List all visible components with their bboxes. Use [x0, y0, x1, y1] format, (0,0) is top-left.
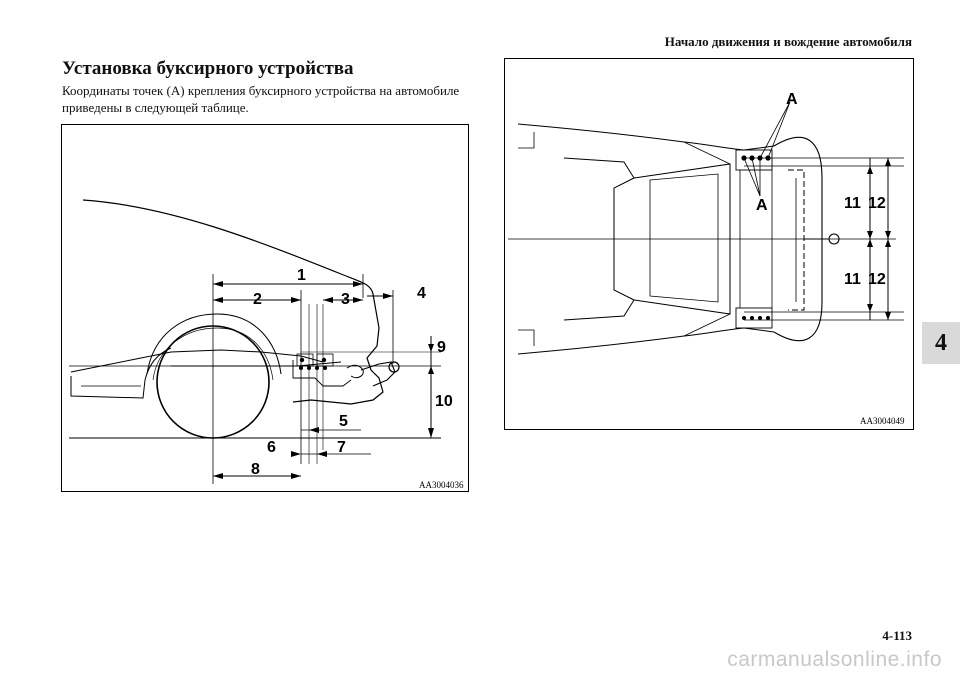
- side-view-diagram: 1 2 3 4 5 6 7 8 9 10 AA3004036: [61, 124, 469, 492]
- dim-label-3: 3: [341, 291, 350, 308]
- dim-label-2: 2: [253, 291, 262, 308]
- watermark: carmanualsonline.info: [727, 648, 942, 671]
- figure-code: AA3004049: [860, 416, 905, 426]
- figure-code: AA3004036: [419, 480, 464, 490]
- page-number: 4-113: [882, 628, 912, 643]
- side-view-figure: 1 2 3 4 5 6 7 8 9 10 AA3004036: [61, 124, 469, 492]
- dim-label-12-upper: 12: [868, 195, 886, 212]
- section-header: Начало движения и вождение автомобиля: [664, 34, 912, 49]
- dim-label-1: 1: [297, 267, 306, 284]
- point-label-a-bottom: A: [756, 197, 768, 214]
- dim-label-11-lower: 11: [844, 271, 861, 288]
- top-view-diagram: A A 11 12 11 12 AA3004049: [504, 58, 914, 430]
- dim-label-4: 4: [417, 285, 426, 302]
- chapter-tab: 4: [922, 322, 960, 364]
- dim-label-11-upper: 11: [844, 195, 861, 212]
- dim-label-12-lower: 12: [868, 271, 886, 288]
- dim-label-10: 10: [435, 393, 453, 410]
- page-title: Установка буксирного устройства: [62, 58, 354, 79]
- dim-label-8: 8: [251, 461, 260, 478]
- dim-label-6: 6: [267, 439, 276, 456]
- dim-label-7: 7: [337, 439, 346, 456]
- dim-label-5: 5: [339, 413, 348, 430]
- dim-label-9: 9: [437, 339, 446, 356]
- intro-text: Координаты точек (A) крепления буксирног…: [62, 83, 460, 115]
- top-view-figure: A A 11 12 11 12 AA3004049: [504, 58, 914, 430]
- point-label-a-top: A: [786, 91, 798, 108]
